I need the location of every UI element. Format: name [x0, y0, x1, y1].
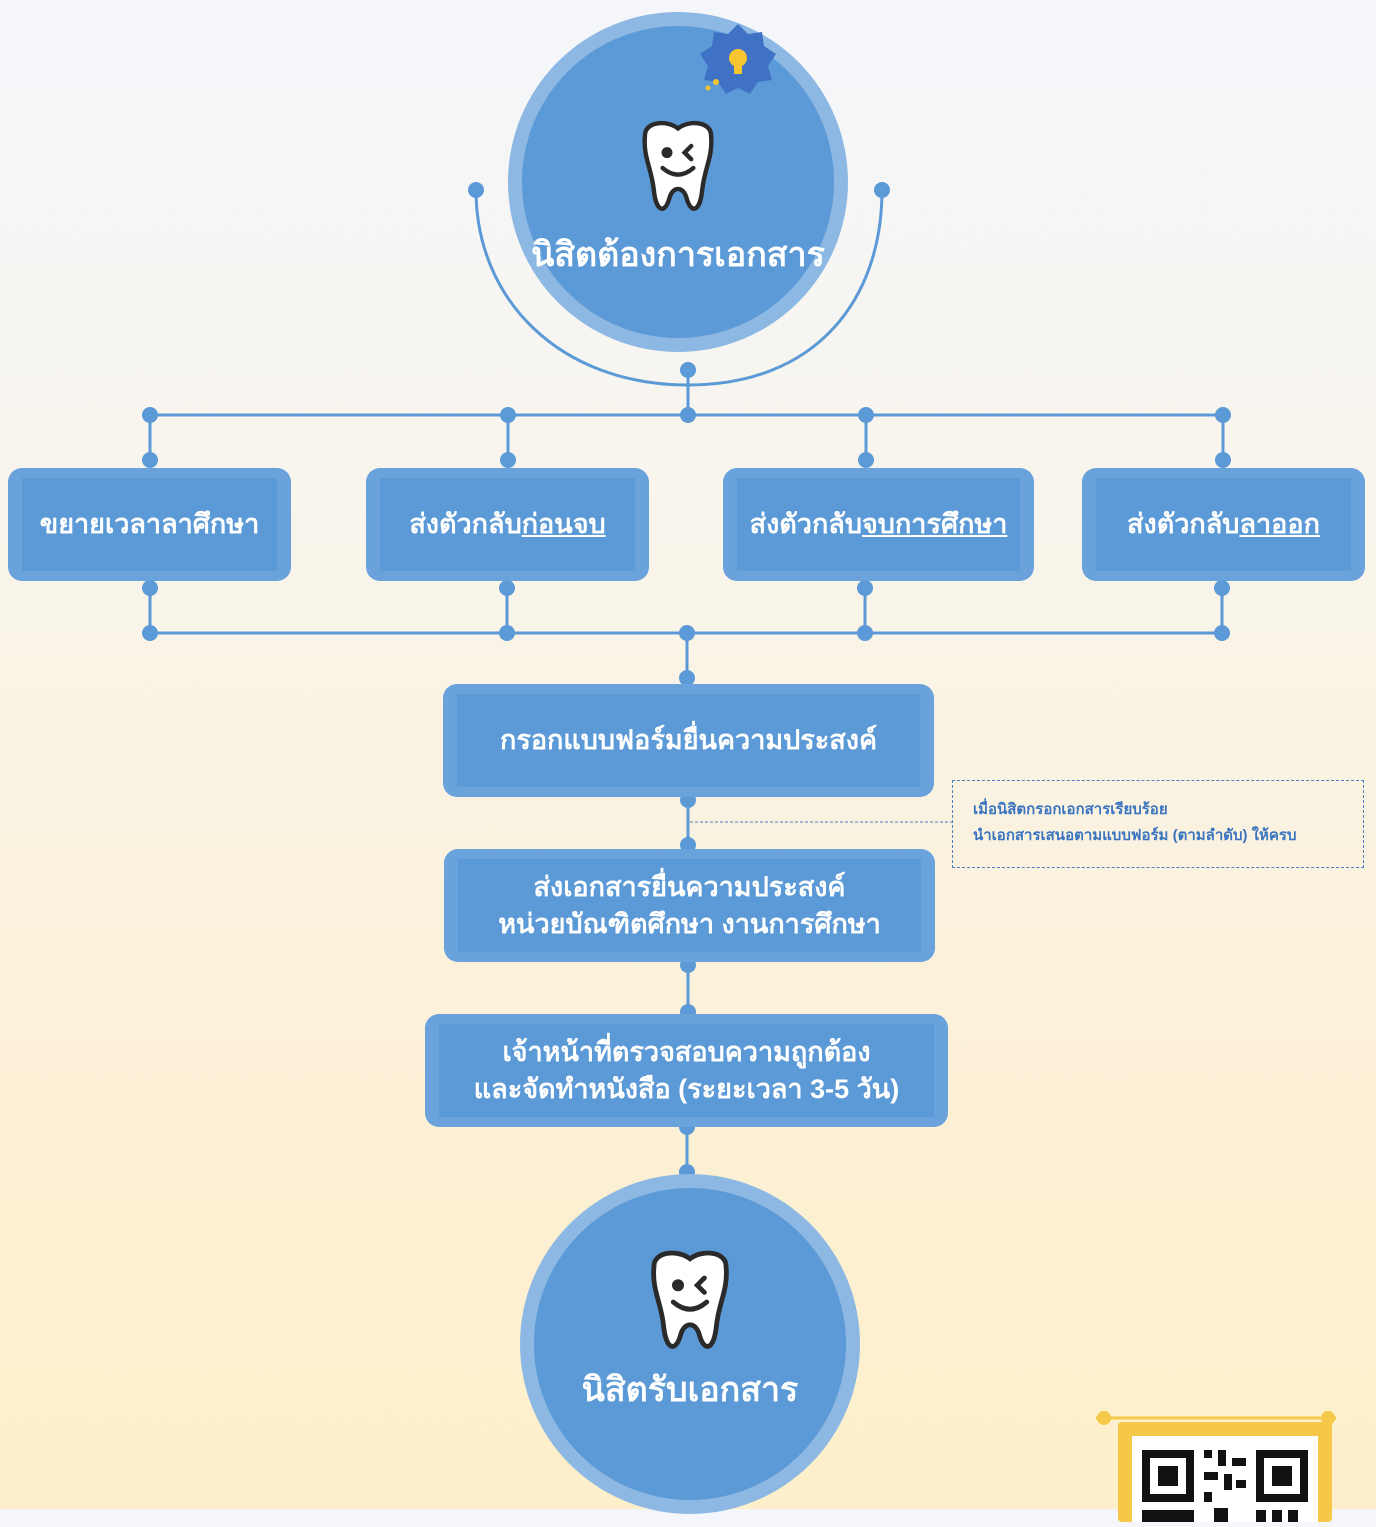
step-text-line-2: และจัดทำหนังสือ (ระยะเวลา 3-5 วัน) [473, 1073, 900, 1104]
lightbulb-icon [700, 24, 776, 94]
start-node: นิสิตต้องการเอกสาร [522, 26, 834, 338]
tooth-wink-icon [642, 120, 714, 211]
branch-label-prefix: ส่งตัวกลับ [409, 509, 522, 540]
branch-label: ขยายเวลาลาศึกษา [39, 509, 260, 540]
tooth-wink-icon [651, 1250, 729, 1349]
branch-label-emphasis: จบการศึกษา [861, 509, 1008, 540]
qr-code-icon[interactable] [1096, 1411, 1336, 1522]
note-box: เมื่อนิสิตกรอกเอกสารเรียบร้อย นำเอกสารเส… [952, 780, 1364, 868]
end-node-title: นิสิตรับเอกสาร [581, 1371, 799, 1409]
step-text-line-2: หน่วยบัณฑิตศึกษา งานการศึกษา [498, 908, 881, 939]
branch-return-resign: ส่งตัวกลับลาออก [1082, 468, 1365, 581]
branch-label-emphasis: ลาออก [1239, 509, 1320, 540]
note-line-2: นำเอกสารเสนอตามแบบฟอร์ม (ตามลำดับ) ให้คร… [973, 827, 1297, 845]
branch-label-prefix: ส่งตัวกลับ [749, 509, 862, 540]
branch-label-emphasis: ก่อนจบ [521, 509, 606, 540]
start-node-title: นิสิตต้องการเอกสาร [531, 236, 825, 274]
step-text-line-1: เจ้าหน้าที่ตรวจสอบความถูกต้อง [502, 1037, 871, 1068]
branch-return-graduated: ส่งตัวกลับจบการศึกษา [723, 468, 1034, 581]
end-node: นิสิตรับเอกสาร [534, 1188, 846, 1500]
step-submit-documents: ส่งเอกสารยื่นความประสงค์ หน่วยบัณฑิตศึกษ… [444, 849, 935, 962]
qr-frame-decoration [1096, 1411, 1336, 1425]
note-line-1: เมื่อนิสิตกรอกเอกสารเรียบร้อย [973, 801, 1168, 818]
branch-label-prefix: ส่งตัวกลับ [1127, 509, 1240, 540]
qr-pattern [1142, 1450, 1308, 1522]
step-fill-form: กรอกแบบฟอร์มยื่นความประสงค์ [443, 684, 934, 797]
step-officer-check: เจ้าหน้าที่ตรวจสอบความถูกต้อง และจัดทำหน… [425, 1014, 948, 1127]
step-text-line-1: ส่งเอกสารยื่นความประสงค์ [533, 872, 846, 903]
step-text: กรอกแบบฟอร์มยื่นความประสงค์ [499, 725, 878, 756]
branch-extend-leave: ขยายเวลาลาศึกษา [8, 468, 291, 581]
branch-return-before-graduation: ส่งตัวกลับก่อนจบ [366, 468, 649, 581]
